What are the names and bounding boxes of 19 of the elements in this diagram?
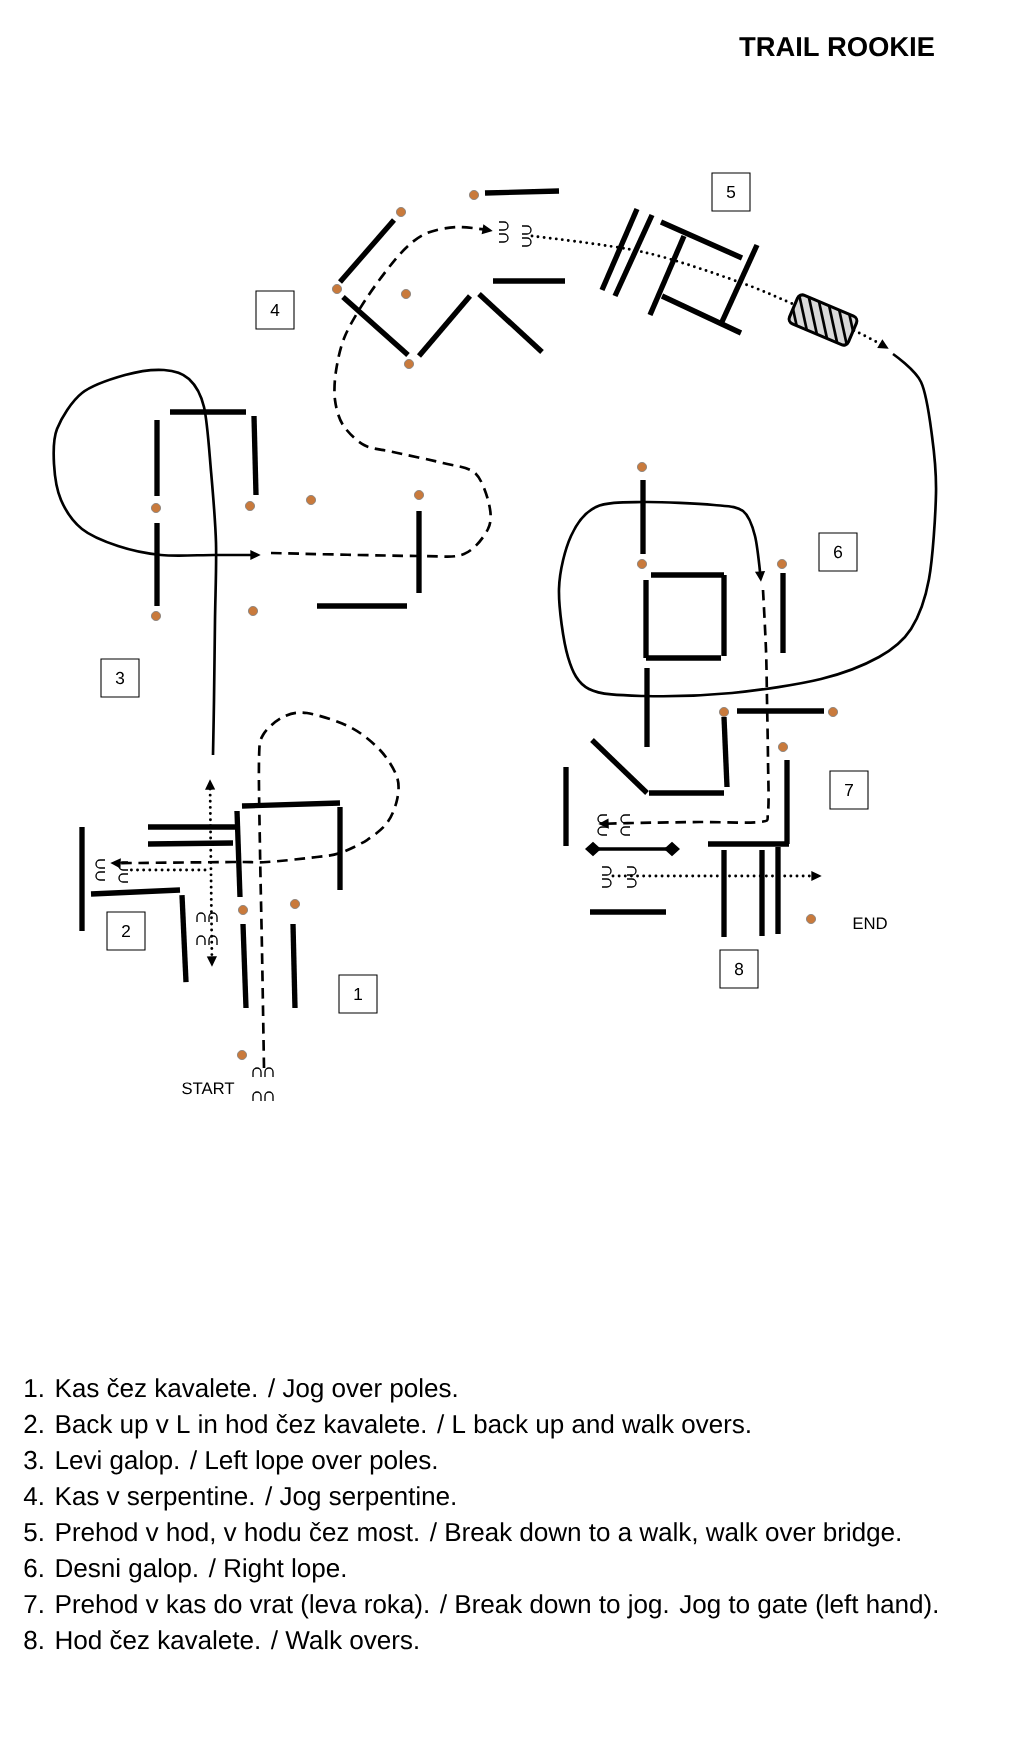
instruction-text: 6. Desni galop. / Right lope. xyxy=(24,1558,346,1583)
title: TRAIL ROOKIE xyxy=(739,36,934,57)
number-box: 4 xyxy=(255,290,295,330)
number-box: 2 xyxy=(106,911,146,951)
instruction-text: 1. Kas čez kavalete. / Jog over poles. xyxy=(25,1378,457,1403)
number-box: 7 xyxy=(829,770,869,810)
number-box: 8 xyxy=(719,949,759,989)
end-label: END xyxy=(853,917,887,929)
instruction-text: 5. Prehod v hod, v hodu čez most. / Break down to a walk, walk over bridge. xyxy=(24,1522,900,1547)
instruction-text: 8. Hod čez kavalete. / Walk overs. xyxy=(24,1630,418,1650)
number-box: 6 xyxy=(818,532,858,572)
instruction-text: 4. Kas v serpentine. / Jog serpentine. xyxy=(23,1486,455,1511)
number-box: 5 xyxy=(711,172,751,212)
instruction-text: 7. Prehod v kas do vrat (leva roka). / Break down to jog. Jog to gate (left hand). xyxy=(24,1594,937,1619)
number-box: 3 xyxy=(100,658,140,698)
instruction-text: 2. Back up v L in hod čez kavalete. / L back up and walk overs. xyxy=(24,1414,750,1439)
start-label: START xyxy=(182,1082,235,1095)
instruction-text: 3. Levi galop. / Left lope over poles. xyxy=(24,1450,437,1475)
number-box: 1 xyxy=(338,974,378,1014)
